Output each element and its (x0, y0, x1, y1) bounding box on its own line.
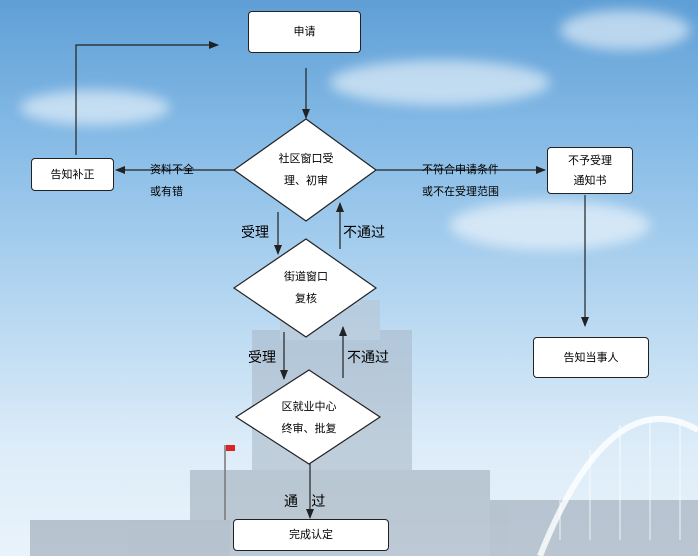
node-notify-correction: 告知补正 (31, 158, 114, 191)
node-notify-correction-label: 告知补正 (50, 167, 95, 181)
node-not-accepted: 不予受理 通知书 (547, 147, 633, 194)
edge-label-reject-2: 不通过 (347, 350, 389, 366)
diamond-street-review (232, 238, 378, 338)
edge-label-incomplete: 资料不全 或有错 (150, 159, 194, 203)
edge-label-pass: 通 过 (284, 494, 326, 510)
district-final-line1: 区就业中心 (281, 400, 337, 413)
community-review-text: 社区窗口受 理、初审 (256, 148, 356, 192)
district-final-line2: 终审、批复 (281, 422, 337, 435)
node-complete: 完成认定 (233, 519, 389, 551)
node-notify-party-label: 告知当事人 (563, 350, 619, 364)
cloud (450, 200, 650, 250)
node-not-accepted-line2: 通知书 (573, 173, 607, 187)
diamond-district-final (234, 369, 382, 465)
edge-label-incomplete-line2: 或有错 (150, 185, 183, 198)
edge-label-ineligible-line1: 不符合申请条件 (422, 163, 499, 176)
edge-label-accept-2: 受理 (248, 350, 276, 366)
edge-label-incomplete-line1: 资料不全 (150, 163, 194, 176)
edge-label-accept-1: 受理 (241, 225, 269, 241)
edge-label-ineligible-line2: 或不在受理范围 (422, 185, 499, 198)
street-review-line1: 街道窗口 (284, 270, 328, 283)
edge-label-ineligible: 不符合申请条件 或不在受理范围 (422, 159, 499, 203)
node-not-accepted-line1: 不予受理 (568, 153, 612, 167)
diamond-community-review (232, 118, 378, 222)
district-final-text: 区就业中心 终审、批复 (259, 396, 359, 440)
cloud (20, 90, 170, 125)
cloud (560, 10, 690, 50)
arrow-correction-to-apply (75, 41, 219, 155)
cloud (330, 60, 550, 105)
node-apply-label: 申请 (293, 25, 316, 38)
community-review-line1: 社区窗口受 (278, 152, 334, 165)
edge-label-reject-1: 不通过 (343, 225, 385, 241)
community-review-line2: 理、初审 (284, 174, 328, 187)
node-notify-party: 告知当事人 (533, 337, 649, 378)
node-complete-label: 完成认定 (289, 528, 333, 541)
street-review-text: 街道窗口 复核 (256, 266, 356, 310)
street-review-line2: 复核 (295, 292, 317, 305)
node-apply: 申请 (248, 11, 361, 53)
